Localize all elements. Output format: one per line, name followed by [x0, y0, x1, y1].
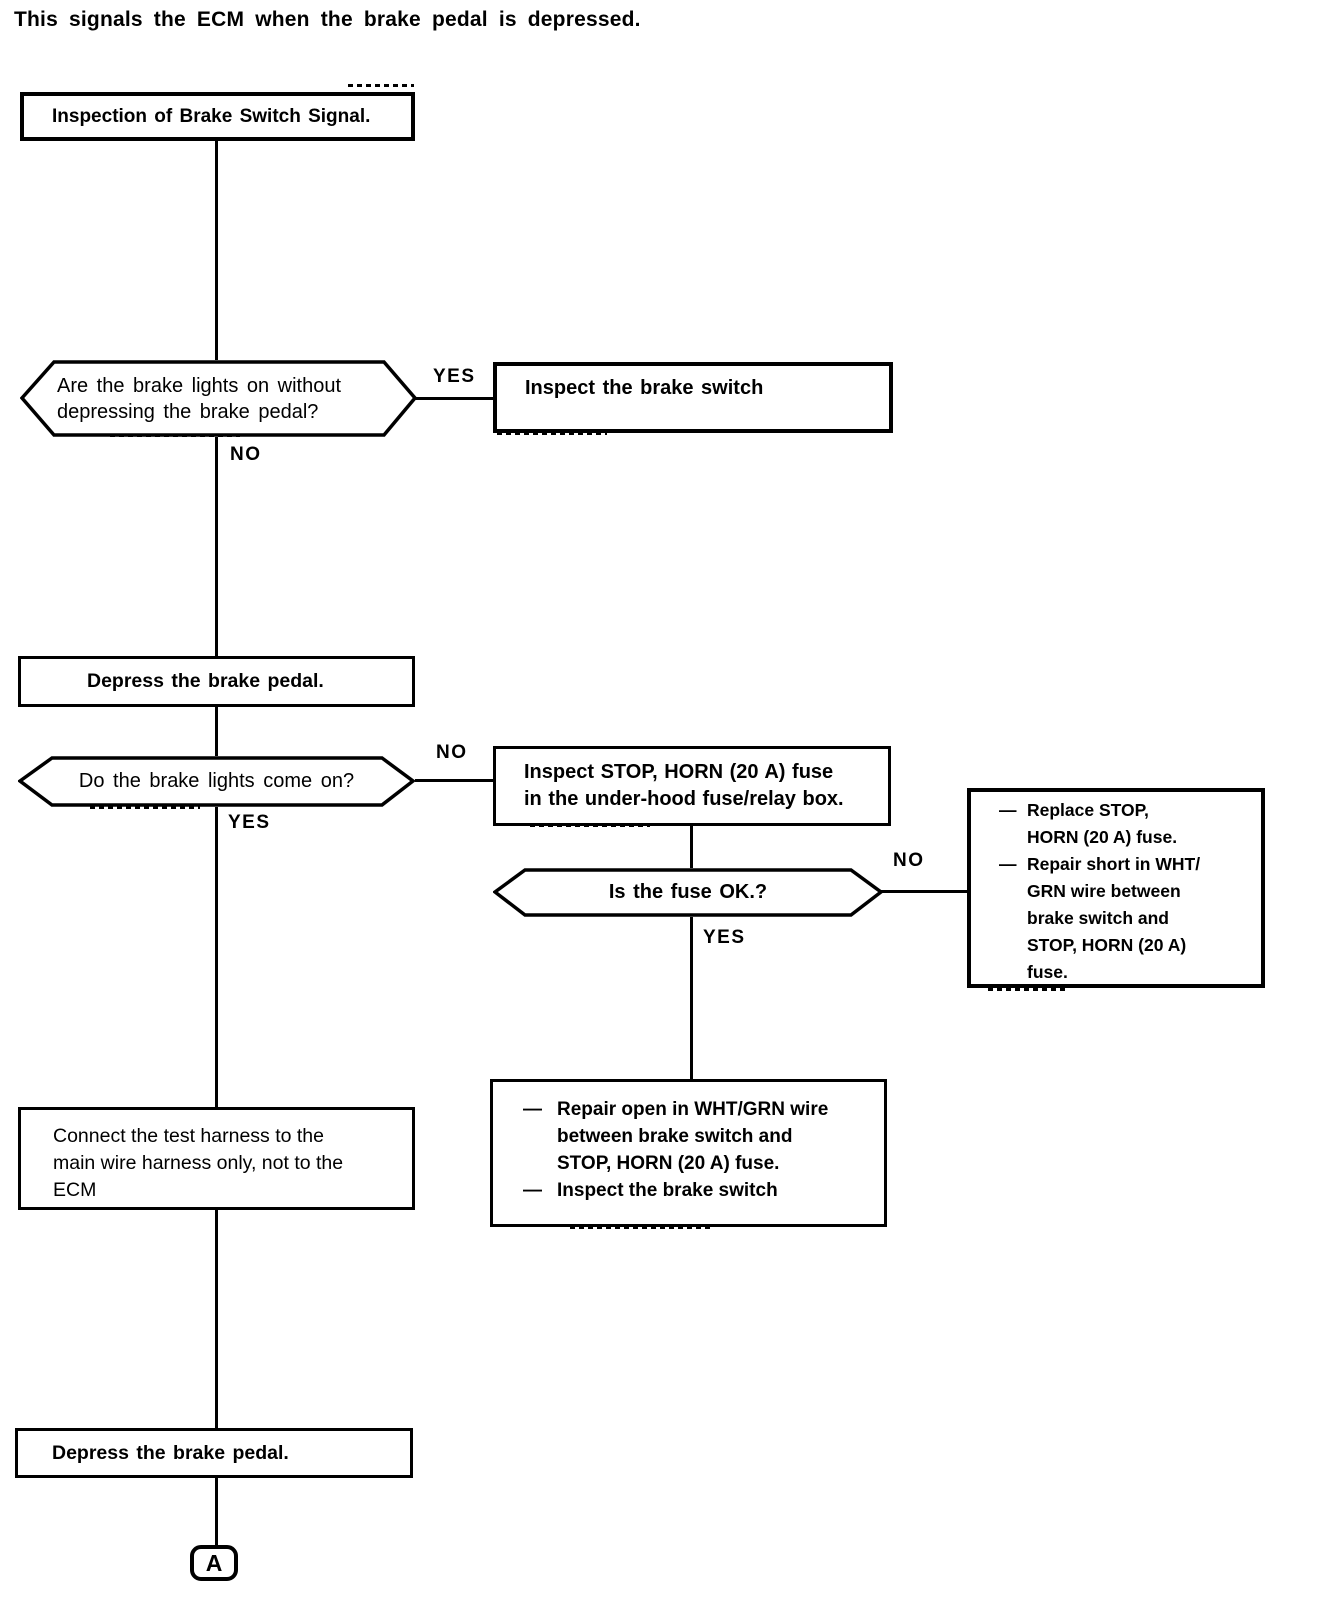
action-replace-fuse: — Replace STOP, HORN (20 A) fuse. — Repa…: [967, 788, 1265, 988]
line-q-come-on-yes: [215, 807, 218, 1107]
edge-label-no-brake-lights-come-on: NO: [436, 742, 468, 763]
edge-label-yes-brake-lights-come-on: YES: [228, 812, 271, 833]
edge-label-yes-brake-lights-on: YES: [433, 366, 476, 387]
replace-fuse-item-2: — Repair short in WHT/ GRN wire between …: [999, 851, 1243, 986]
repair-open-item-1-text: Repair open in WHT/GRN wire between brak…: [557, 1099, 829, 1174]
line-q-fuse-ok-yes: [690, 917, 693, 1079]
line-depress2-to-connector-a: [215, 1478, 218, 1545]
decision-brake-lights-on-label: Are the brake lights on without depressi…: [57, 374, 342, 423]
repair-open-item-2: — Inspect the brake switch: [523, 1177, 868, 1204]
edge-label-no-brake-lights-on: NO: [230, 444, 262, 465]
action-inspect-brake-switch: Inspect the brake switch: [493, 362, 893, 433]
scan-artifact: [530, 824, 650, 827]
edge-label-yes-fuse-ok: YES: [703, 927, 746, 948]
action-inspect-fuse: Inspect STOP, HORN (20 A) fuse in the un…: [493, 746, 891, 826]
action-connect-test-harness-label: Connect the test harness to the main wir…: [53, 1125, 344, 1201]
bullet-dash: —: [999, 854, 1017, 874]
action-inspect-fuse-label: Inspect STOP, HORN (20 A) fuse in the un…: [524, 761, 844, 810]
start-node: Inspection of Brake Switch Signal.: [20, 92, 415, 141]
connector-a-label: A: [205, 1549, 223, 1576]
decision-fuse-ok: Is the fuse OK.?: [493, 868, 883, 917]
scan-artifact: [570, 1226, 710, 1229]
action-depress-brake-pedal-1: Depress the brake pedal.: [18, 656, 415, 707]
edge-label-no-fuse-ok: NO: [893, 850, 925, 871]
repair-open-item-1: — Repair open in WHT/GRN wire between br…: [523, 1096, 868, 1177]
line-inspect-fuse-to-q-fuse-ok: [690, 826, 693, 868]
hexagon-shape: [18, 756, 415, 807]
scan-artifact: [497, 432, 607, 435]
start-node-label: Inspection of Brake Switch Signal.: [52, 105, 371, 127]
action-depress-brake-pedal-2: Depress the brake pedal.: [15, 1428, 413, 1478]
scan-artifact: [988, 988, 1068, 991]
scan-artifact: [110, 434, 240, 437]
line-q-brake-lights-no: [215, 437, 218, 656]
scan-artifact: [90, 806, 200, 809]
connector-a: A: [190, 1545, 238, 1581]
bullet-dash: —: [523, 1180, 542, 1201]
replace-fuse-item-1-text: Replace STOP, HORN (20 A) fuse.: [1027, 800, 1178, 847]
line-depress1-to-q-come-on: [215, 707, 218, 756]
line-connect-harness-to-depress2: [215, 1210, 218, 1428]
action-inspect-brake-switch-label: Inspect the brake switch: [525, 377, 764, 399]
decision-brake-lights-come-on: Do the brake lights come on?: [18, 756, 415, 807]
repair-open-item-2-text: Inspect the brake switch: [557, 1180, 778, 1201]
line-q-brake-lights-yes: [415, 397, 493, 400]
replace-fuse-item-2-text: Repair short in WHT/ GRN wire between br…: [1027, 854, 1201, 982]
action-depress-brake-pedal-1-label: Depress the brake pedal.: [87, 670, 324, 692]
bullet-dash: —: [999, 800, 1017, 820]
decision-fuse-ok-label: Is the fuse OK.?: [608, 881, 768, 903]
action-repair-open-wire: — Repair open in WHT/GRN wire between br…: [490, 1079, 887, 1227]
replace-fuse-item-1: — Replace STOP, HORN (20 A) fuse.: [999, 797, 1243, 851]
intro-text: This signals the ECM when the brake peda…: [14, 8, 641, 31]
scan-artifact: [348, 84, 414, 87]
line-q-fuse-ok-no: [881, 890, 968, 893]
decision-brake-lights-come-on-label: Do the brake lights come on?: [78, 770, 355, 792]
action-connect-test-harness: Connect the test harness to the main wir…: [18, 1107, 415, 1210]
line-q-come-on-no: [415, 779, 493, 782]
bullet-dash: —: [523, 1099, 542, 1120]
action-depress-brake-pedal-2-label: Depress the brake pedal.: [52, 1441, 289, 1464]
decision-brake-lights-on: Are the brake lights on without depressi…: [20, 360, 417, 437]
line-start-to-q-brake-lights: [215, 141, 218, 360]
